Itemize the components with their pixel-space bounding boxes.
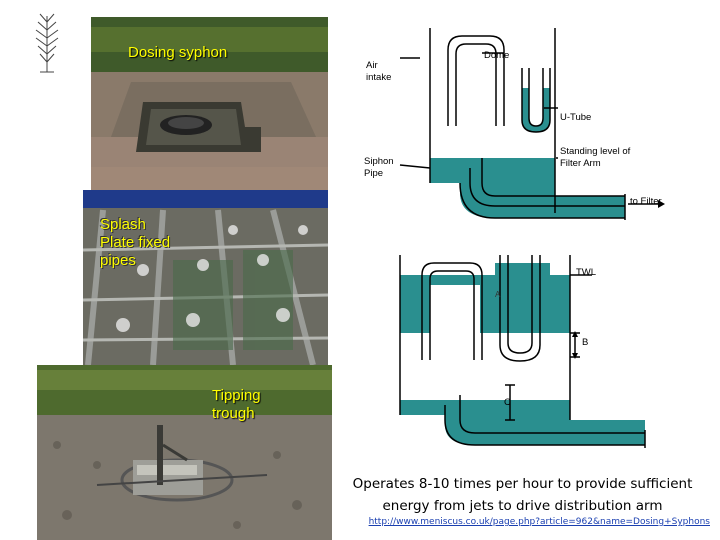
- standing-level-label: Standing level of Filter Arm: [560, 146, 631, 169]
- dosing-syphon-photo: [91, 17, 328, 190]
- source-link[interactable]: http://www.meniscus.co.uk/page.php?artic…: [368, 517, 710, 527]
- siphon-pipe-label: Siphon Pipe: [364, 156, 394, 179]
- u-tube-label: U-Tube: [560, 112, 592, 123]
- air-intake-label: Air intake: [366, 60, 392, 83]
- dosing-syphon-diagram-top: Air intake Dome U-Tube Standing level of…: [360, 8, 710, 238]
- dosing-syphon-diagram-bottom: TWL A B C: [360, 245, 710, 465]
- c-label: C: [504, 397, 511, 408]
- tipping-trough-photo: [37, 365, 332, 540]
- dome-label: Dome: [484, 50, 510, 61]
- twl-label: TWL: [576, 267, 597, 278]
- plant-logo-icon: [30, 8, 64, 74]
- b-label: B: [582, 337, 589, 348]
- dosing-syphon-caption: Dosing syphon: [128, 44, 228, 61]
- operation-note: Operates 8-10 times per hour to provide …: [352, 476, 693, 514]
- splash-plate-photo: [83, 190, 328, 365]
- a-label: A: [495, 290, 501, 299]
- splash-plate-caption: Splash Plate fixed pipes: [100, 216, 171, 269]
- to-filter-label: to Filter: [630, 196, 662, 207]
- tipping-trough-caption: Tipping trough: [212, 387, 261, 422]
